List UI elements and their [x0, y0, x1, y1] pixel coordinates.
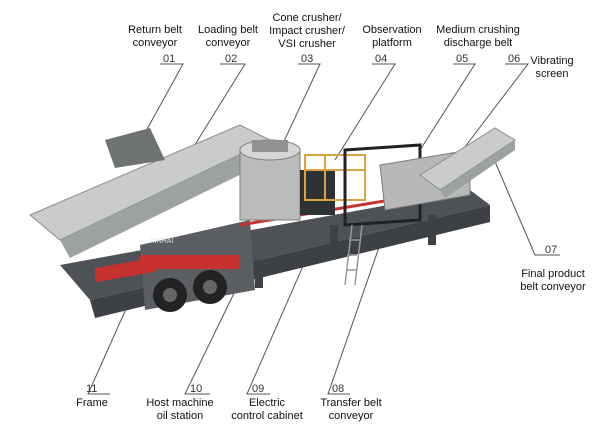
- wheels: [140, 255, 240, 312]
- leader-06: [454, 63, 530, 161]
- callout-08-number: 08: [332, 383, 345, 395]
- leader-04: [334, 63, 396, 161]
- leader-08: [327, 229, 386, 395]
- callout-03-number: 03: [301, 53, 314, 65]
- callout-10-number: 10: [190, 383, 203, 395]
- leader-09: [246, 249, 311, 395]
- leader-10: [184, 284, 239, 395]
- callout-04-number: 04: [375, 53, 388, 65]
- leader-07: [489, 149, 560, 256]
- loading-conveyor: [29, 124, 272, 258]
- callout-11-number: 11: [86, 383, 98, 395]
- ladder: [344, 224, 363, 286]
- return-belt-head: [105, 128, 165, 168]
- callout-01-number: 01: [163, 53, 176, 65]
- callout-11-label: Frame: [76, 397, 108, 409]
- callout-03-label: Cone crusher/Impact crusher/VSI crusher: [269, 12, 345, 50]
- callout-06-number: 06: [508, 53, 521, 65]
- callout-07-number: 07: [545, 244, 558, 256]
- crusher: [239, 139, 335, 221]
- callout-09-number: 09: [252, 383, 265, 395]
- leader-05: [419, 63, 476, 151]
- final-product-conveyor: [419, 127, 516, 198]
- leader-03: [279, 63, 321, 151]
- callout-05-number: 05: [456, 53, 469, 65]
- brand-logo: XINHAI: [150, 238, 173, 245]
- support-legs: [255, 215, 436, 288]
- callout-02-number: 02: [225, 53, 238, 65]
- leader-01: [129, 63, 184, 161]
- leader-11: [87, 299, 131, 395]
- fender: [140, 255, 240, 269]
- leader-lines: [87, 63, 560, 395]
